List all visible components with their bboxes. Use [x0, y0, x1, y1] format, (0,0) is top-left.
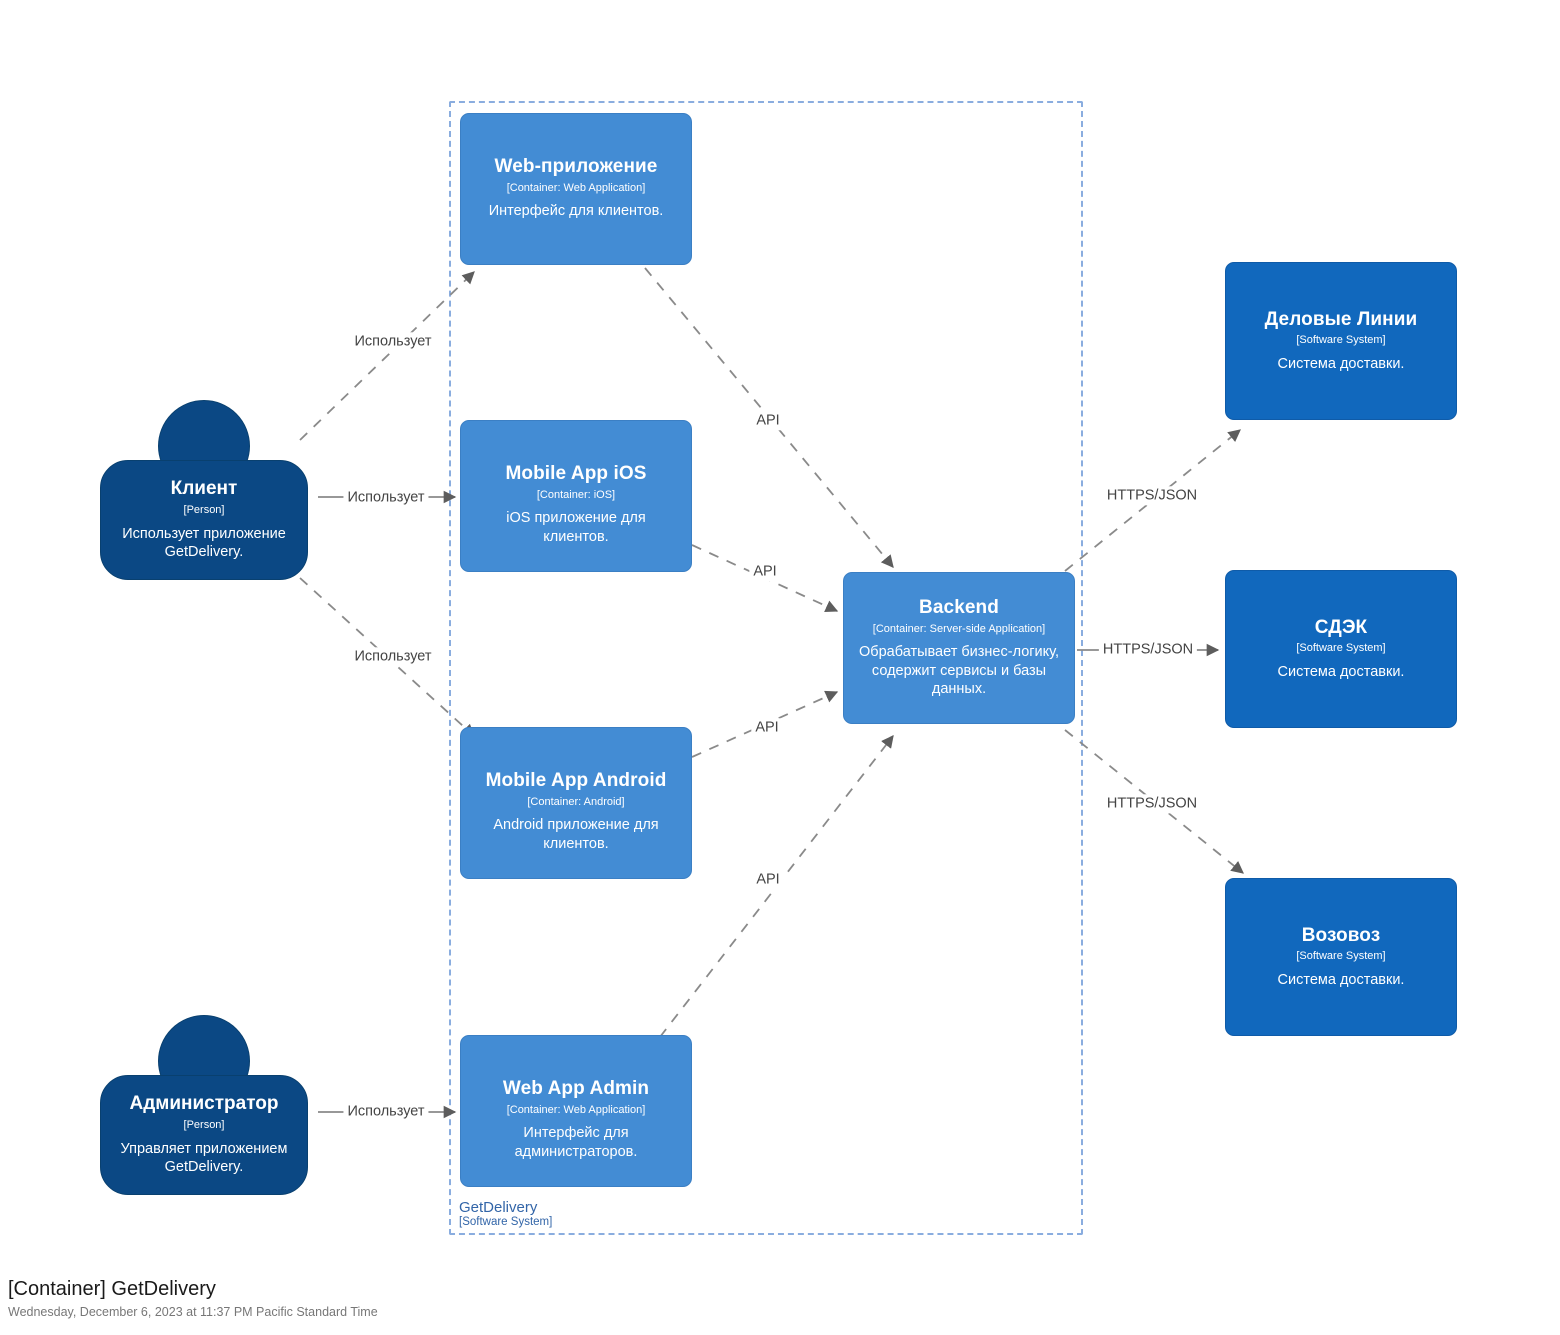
external-system-name: Деловые Линии — [1264, 308, 1418, 330]
edge-label-client-ios: Использует — [343, 488, 429, 508]
external-system-delovye-linii[interactable]: Деловые Линии [Software System] Система … — [1225, 262, 1457, 420]
diagram-timestamp: Wednesday, December 6, 2023 at 11:37 PM … — [8, 1305, 378, 1320]
boundary-name: GetDelivery — [459, 1199, 538, 1216]
external-system-description: Система доставки. — [1277, 355, 1405, 372]
edge-label-android-backend: API — [751, 718, 783, 738]
edge-label-backend-cdek: HTTPS/JSON — [1098, 640, 1198, 660]
person-description: Использует приложение GetDelivery. — [122, 525, 286, 561]
person-name: Клиент — [170, 478, 238, 500]
edge-label-webadmin-backend: API — [752, 870, 784, 890]
external-system-description: Система доставки. — [1277, 663, 1405, 680]
boundary-type: [Software System] — [459, 1216, 553, 1229]
edge-label-backend-vozovoz: HTTPS/JSON — [1102, 794, 1202, 814]
edge-label-client-android: Использует — [350, 647, 436, 667]
person-client[interactable]: Клиент [Person] Использует приложение Ge… — [100, 400, 308, 595]
container-type: [Container: iOS] — [536, 488, 616, 501]
container-type: [Container: Web Application] — [506, 181, 646, 194]
edge-label-client-webapp: Использует — [350, 332, 436, 352]
container-description: Обрабатывает бизнес-логику, содержит сер… — [859, 644, 1059, 698]
external-system-type: [Software System] — [1296, 334, 1386, 347]
container-web-application[interactable]: Web-приложение [Container: Web Applicati… — [460, 113, 692, 265]
container-name: Mobile App iOS — [505, 463, 647, 484]
external-system-name: Возовоз — [1301, 924, 1381, 946]
edge-label-ios-backend: API — [749, 562, 781, 582]
person-administrator[interactable]: Администратор [Person] Управляет приложе… — [100, 1015, 308, 1210]
container-name: Web App Admin — [502, 1078, 650, 1099]
edge-label-admin-webadmin: Использует — [343, 1102, 429, 1122]
edge-label-backend-dellin: HTTPS/JSON — [1102, 486, 1202, 506]
person-type: [Person] — [183, 1119, 225, 1132]
container-mobile-app-android[interactable]: Mobile App Android [Container: Android] … — [460, 727, 692, 879]
external-system-name: СДЭК — [1314, 616, 1368, 638]
container-mobile-app-ios[interactable]: Mobile App iOS [Container: iOS] iOS прил… — [460, 420, 692, 572]
external-system-cdek[interactable]: СДЭК [Software System] Система доставки. — [1225, 570, 1457, 728]
container-description: Android приложение для клиентов. — [493, 817, 659, 852]
edge-label-webapp-backend: API — [752, 411, 784, 431]
container-name: Mobile App Android — [485, 770, 667, 791]
diagram-title: [Container] GetDelivery — [8, 1278, 216, 1301]
person-description: Управляет приложением GetDelivery. — [120, 1140, 288, 1176]
person-body: Администратор [Person] Управляет приложе… — [100, 1075, 308, 1195]
container-type: [Container: Web Application] — [506, 1103, 646, 1116]
container-description: Интерфейс для клиентов. — [488, 203, 664, 220]
container-name: Web-приложение — [494, 156, 658, 177]
container-web-app-admin[interactable]: Web App Admin [Container: Web Applicatio… — [460, 1035, 692, 1187]
external-system-type: [Software System] — [1296, 642, 1386, 655]
diagram-footer: [Container] GetDelivery Wednesday, Decem… — [8, 1277, 378, 1321]
edge-client-webapp — [299, 271, 475, 441]
person-body: Клиент [Person] Использует приложение Ge… — [100, 460, 308, 580]
container-type: [Container: Android] — [527, 795, 625, 808]
external-system-vozovoz[interactable]: Возовоз [Software System] Система достав… — [1225, 878, 1457, 1036]
container-type: [Container: Server-side Application] — [872, 622, 1046, 635]
person-name: Администратор — [129, 1093, 279, 1115]
container-description: iOS приложение для клиентов. — [506, 510, 646, 545]
container-backend[interactable]: Backend [Container: Server-side Applicat… — [843, 572, 1075, 724]
container-description: Интерфейс для администраторов. — [514, 1125, 638, 1160]
person-type: [Person] — [183, 504, 225, 517]
container-name: Backend — [919, 597, 999, 619]
boundary-label: GetDelivery [Software System] — [459, 1199, 552, 1229]
external-system-type: [Software System] — [1296, 950, 1386, 963]
external-system-description: Система доставки. — [1277, 971, 1405, 988]
